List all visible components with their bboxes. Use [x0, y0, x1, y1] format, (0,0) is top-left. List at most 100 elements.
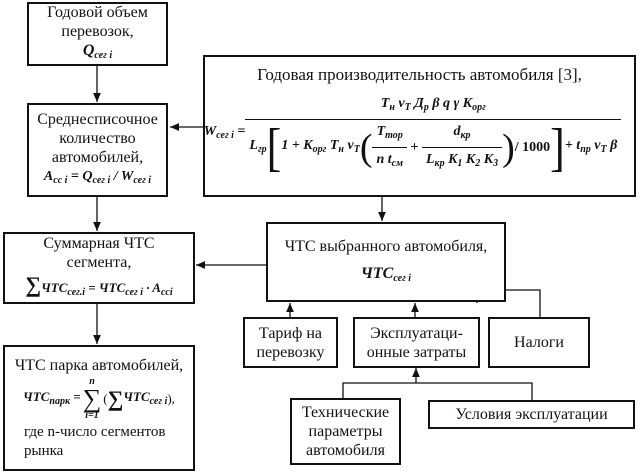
formula-symbol: d: [453, 124, 461, 139]
text-line: Налоги: [514, 334, 564, 351]
formula-symbol: ЧТС: [123, 388, 150, 404]
text-line: Среднесписочное: [37, 111, 158, 128]
formula-subscript: ссi: [160, 287, 173, 298]
text-line: Тариф на: [258, 324, 323, 342]
formula-subscript: гр: [257, 144, 267, 155]
formula-subscript: T: [600, 144, 607, 155]
productivity-title: Годовая производительность автомобиля [3…: [257, 65, 582, 84]
formula-subscript: сег i: [149, 395, 168, 407]
sum-sign: ∑: [25, 272, 42, 297]
frac1-den: n tсм: [372, 147, 407, 173]
formula-symbol: L: [425, 152, 435, 167]
formula-symbol: Д: [410, 96, 424, 111]
formula: Aсс i = Qсег i / Wсег i: [44, 167, 151, 190]
sum-lower: i=1: [85, 409, 99, 421]
den-tail: + tпр vT β: [565, 136, 617, 159]
formula-symbol: β: [606, 138, 618, 153]
formula-symbol: A: [43, 169, 54, 184]
formula-subscript: сег.i: [67, 287, 86, 298]
formula-lhs: Wсег i =: [204, 122, 246, 145]
formula-subscript: 1: [457, 158, 463, 169]
connector-tech-conditions: [342, 382, 533, 400]
conditions-box: Условия эксплуатации: [428, 400, 635, 429]
formula-subscript: тор: [385, 130, 403, 141]
formula-symbol: · A: [142, 280, 161, 295]
formula-subscript: кр: [434, 158, 445, 169]
formula-symbol: Q: [82, 42, 95, 59]
formula-subscript: T: [353, 144, 360, 155]
den-l: Lгр: [249, 136, 266, 159]
text-line: Годовой объем: [47, 4, 148, 21]
formula-subscript: н: [389, 102, 395, 113]
div-1000: / 1000: [514, 140, 551, 155]
text-line: Условия эксплуатации: [455, 406, 608, 423]
formula-symbol: T: [326, 138, 339, 153]
formula-symbol: =: [233, 124, 246, 139]
formula-symbol: K: [480, 152, 494, 167]
formula-symbol: v: [394, 96, 405, 111]
formula-symbol: v: [590, 138, 601, 153]
productivity-box: Годовая производительность автомобиля [3…: [203, 55, 636, 197]
formula-symbol: K: [462, 152, 476, 167]
formula: ЧТСсег i: [361, 264, 411, 288]
formula-subscript: 2: [475, 158, 481, 169]
sum-upper: n: [89, 375, 95, 387]
formula: Qсег i: [83, 41, 112, 65]
text-line: ЧТС выбранного автомобиля,: [284, 237, 488, 255]
formula-subscript: сег i: [133, 175, 152, 186]
formula-subscript: сс i: [53, 175, 68, 186]
frac1-num: Tтор: [373, 122, 407, 147]
formula-subscript: кр: [460, 130, 471, 141]
formula-subscript: сег i: [125, 287, 143, 298]
operating-costs-box: Эксплуатаци- онные затраты: [353, 317, 480, 368]
den-inner: 1 + Kорг Tн vT: [281, 136, 359, 159]
text-line: Суммарная ЧТС: [43, 235, 155, 252]
text-line: ЧТС парка автомобилей,: [14, 356, 184, 374]
total-segment-box: Суммарная ЧТС сегмента, ∑ЧТСсег.i = ЧТСс…: [3, 232, 195, 304]
text-line: сегмента,: [66, 254, 132, 271]
formula-symbol: + t: [564, 138, 581, 153]
sum-operator: n∑i=1: [82, 375, 102, 421]
text-line: перевозок,: [61, 23, 134, 40]
numerator: Tн vT Др β q γ Kорг: [377, 94, 490, 119]
text-line: параметры: [308, 423, 383, 440]
fleet-note: где n-число сегментов рынка: [24, 423, 166, 459]
formula-symbol: ЧТС: [360, 264, 394, 282]
formula-subscript: орг: [312, 144, 327, 155]
formula-symbol: v: [343, 138, 354, 153]
formula-subscript: н: [338, 144, 344, 155]
formula-subscript: 3: [493, 158, 499, 169]
selected-car-box: ЧТС выбранного автомобиля, ЧТСсег i: [266, 222, 506, 302]
formula-symbol: ЧТС: [23, 388, 50, 404]
frac2-den: Lкр K1 K2 K3: [421, 147, 503, 173]
formula-symbol: = ЧТС: [85, 280, 126, 295]
formula-subscript: сег i: [216, 130, 234, 141]
formula-subscript: парк: [49, 395, 71, 407]
formula-symbol: Q: [82, 169, 93, 184]
fleet-box: ЧТС парка автомобилей, ЧТСпарк = n∑i=1 (…: [3, 345, 195, 471]
tariff-box: Тариф на перевозку: [243, 317, 338, 368]
taxes-box: Налоги: [488, 317, 590, 368]
text-line: количество: [59, 130, 136, 147]
formula-symbol: 1 + K: [281, 138, 313, 153]
annual-volume-box: Годовой объем перевозок, Qсег i: [27, 2, 168, 66]
formula-subscript: T: [404, 102, 411, 113]
formula-subscript: сег i: [92, 175, 111, 186]
formula-symbol: T: [376, 124, 386, 139]
formula-symbol: W: [120, 169, 134, 184]
main-fraction: Tн vT Др β q γ Kорг Lгр [ 1 + Kорг Tн vT…: [245, 94, 622, 173]
text-line: онные затраты: [366, 343, 467, 361]
formula-symbol: =: [70, 388, 81, 404]
formula-symbol: L: [249, 138, 258, 153]
productivity-formula: Wсег i = Tн vT Др β q γ Kорг Lгр [ 1 + K…: [204, 94, 622, 173]
avg-count-box: Среднесписочное количество автомобилей, …: [27, 103, 168, 197]
text-line: перевозку: [256, 343, 325, 361]
formula-symbol: K: [444, 152, 458, 167]
formula-symbol: β q γ K: [428, 96, 473, 111]
fleet-lhs: ЧТСпарк =: [23, 387, 81, 411]
formula-symbol: ЧТС: [41, 280, 68, 295]
text-line: автомобиля: [306, 442, 385, 459]
